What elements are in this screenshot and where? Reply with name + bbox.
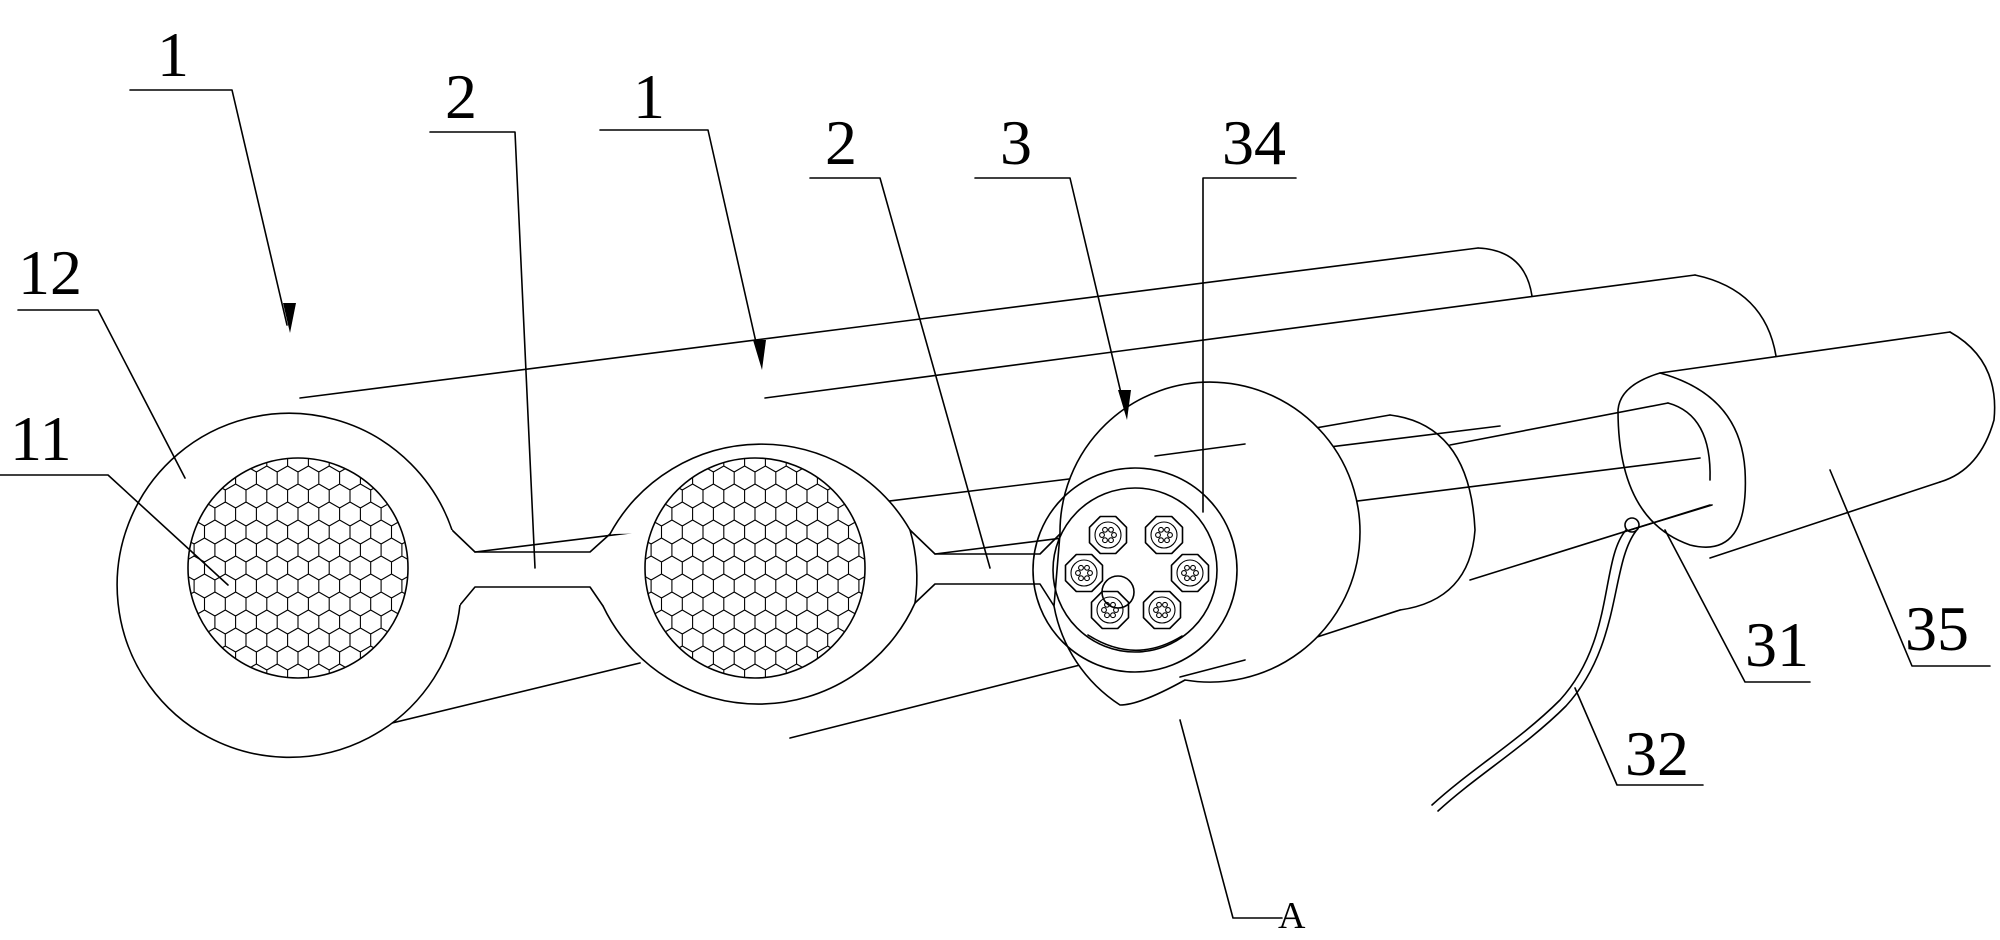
label-35: 35 bbox=[1905, 593, 1969, 664]
label-1-left: 1 bbox=[157, 19, 189, 90]
label-3: 3 bbox=[1000, 107, 1032, 178]
conductor-3-body bbox=[1154, 331, 1996, 812]
fibre-bundle-4 bbox=[1142, 590, 1182, 630]
leaders bbox=[0, 89, 1991, 919]
label-11: 11 bbox=[10, 403, 72, 474]
labels: 1 2 1 2 3 34 12 11 31 35 32 A bbox=[10, 19, 1969, 937]
core-2 bbox=[644, 457, 866, 679]
label-1-middle: 1 bbox=[633, 61, 665, 132]
fibre-bundle-2 bbox=[1144, 515, 1184, 555]
label-12: 12 bbox=[18, 237, 82, 308]
label-34: 34 bbox=[1222, 107, 1286, 178]
conductor-2-body bbox=[764, 274, 1777, 739]
label-A: A bbox=[1278, 895, 1306, 937]
fibre-bundle-3 bbox=[1170, 553, 1210, 593]
conductor-2-end bbox=[602, 443, 918, 705]
fibre-bundle-5 bbox=[1090, 590, 1130, 630]
label-31: 31 bbox=[1745, 609, 1809, 680]
fibre-bundle-1 bbox=[1088, 515, 1128, 555]
core-11 bbox=[187, 457, 409, 679]
label-32: 32 bbox=[1625, 718, 1689, 789]
label-2-middle: 2 bbox=[825, 107, 857, 178]
fibre-bundle-6 bbox=[1064, 553, 1104, 593]
label-2-left: 2 bbox=[445, 61, 477, 132]
conductor-3-end bbox=[1032, 381, 1361, 706]
conductor-1-end bbox=[116, 412, 461, 759]
